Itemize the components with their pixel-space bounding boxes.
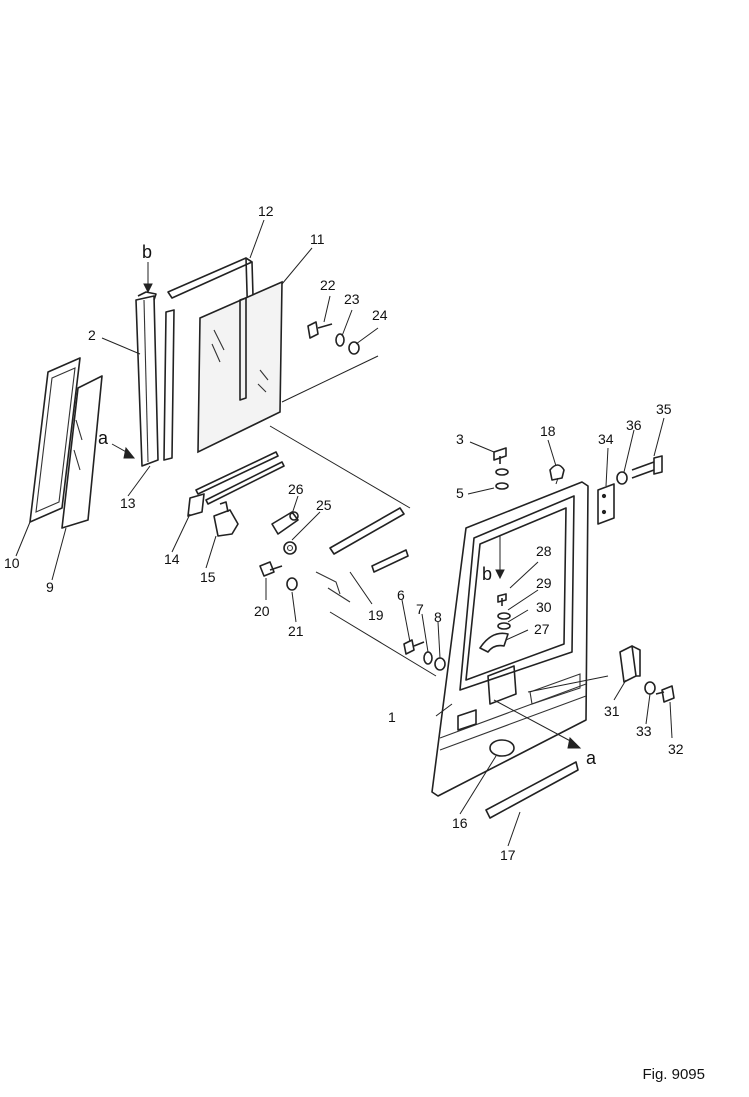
- label-part-18: 18: [540, 423, 556, 439]
- view-marker-a-door: a: [586, 748, 597, 768]
- label-part-10: 10: [4, 555, 20, 571]
- label-part-15: 15: [200, 569, 216, 585]
- label-part-21: 21: [288, 623, 304, 639]
- label-part-32: 32: [668, 741, 684, 757]
- label-part-9: 9: [46, 579, 54, 595]
- label-part-33: 33: [636, 723, 652, 739]
- washer-29: [497, 612, 511, 620]
- leader-lines: [15, 219, 673, 847]
- part-labels: 1 2 3 5 6 7 8 9 10 11 12 13 14 15 16 17 …: [4, 203, 684, 863]
- washer-4: [495, 468, 509, 476]
- label-part-31: 31: [604, 703, 620, 719]
- view-marker-b-door: b: [482, 564, 492, 584]
- label-part-3: 3: [456, 431, 464, 447]
- washer-33: [644, 681, 656, 695]
- washer-21: [286, 577, 298, 591]
- label-part-36: 36: [626, 417, 642, 433]
- window-regulator: [315, 507, 409, 603]
- label-part-1: 1: [388, 709, 396, 725]
- label-part-5: 5: [456, 485, 464, 501]
- label-part-26: 26: [288, 481, 304, 497]
- inside-handle: [479, 632, 509, 653]
- view-marker-a-left: a: [98, 428, 109, 448]
- label-part-11: 11: [310, 231, 325, 247]
- label-part-34: 34: [598, 431, 614, 447]
- washer-23: [335, 333, 345, 347]
- sliding-glass-pane: [61, 375, 103, 529]
- label-part-23: 23: [344, 291, 360, 307]
- bolt-20: [259, 561, 283, 577]
- latch-clip: [213, 501, 239, 537]
- label-part-12: 12: [258, 203, 274, 219]
- door-panel: [431, 481, 589, 797]
- label-part-7: 7: [416, 601, 424, 617]
- label-part-17: 17: [500, 847, 516, 863]
- label-part-27: 27: [534, 621, 550, 637]
- washer-8: [434, 657, 446, 671]
- label-part-20: 20: [254, 603, 270, 619]
- washer-5: [495, 482, 509, 490]
- washer-36: [616, 471, 628, 485]
- label-part-8: 8: [434, 609, 442, 625]
- label-part-25: 25: [316, 497, 332, 513]
- washer-7: [423, 651, 433, 665]
- label-part-16: 16: [452, 815, 468, 831]
- label-part-2: 2: [88, 327, 96, 343]
- hinge-34: [597, 483, 615, 525]
- label-part-13: 13: [120, 495, 136, 511]
- striker-31: [619, 645, 641, 683]
- label-part-14: 14: [164, 551, 180, 567]
- label-part-24: 24: [372, 307, 388, 323]
- weather-strip-17: [485, 761, 579, 819]
- label-part-35: 35: [656, 401, 672, 417]
- label-part-19: 19: [368, 607, 384, 623]
- label-part-29: 29: [536, 575, 552, 591]
- bolt-6: [403, 639, 425, 655]
- window-frame-outer: [29, 357, 81, 523]
- bolt-32: [655, 685, 675, 703]
- label-part-30: 30: [536, 599, 552, 615]
- guide-bracket: [187, 493, 205, 517]
- label-part-22: 22: [320, 277, 336, 293]
- glass-channel: [163, 309, 175, 461]
- figure-caption: Fig. 9095: [642, 1066, 705, 1083]
- lower-guide-rails: [195, 451, 285, 505]
- screw-28: [497, 593, 507, 606]
- washer-30: [497, 622, 511, 630]
- cap-18: [549, 464, 565, 481]
- nut-24: [348, 341, 360, 355]
- bolt-22: [307, 321, 333, 339]
- screw-3: [493, 447, 507, 464]
- bolt-35: [631, 455, 663, 479]
- label-part-28: 28: [536, 543, 552, 559]
- vertical-rail: [135, 291, 159, 467]
- door-glass: [197, 280, 283, 454]
- roller-assembly: [271, 511, 299, 555]
- view-marker-b-top: b: [142, 242, 152, 262]
- label-part-6: 6: [397, 587, 405, 603]
